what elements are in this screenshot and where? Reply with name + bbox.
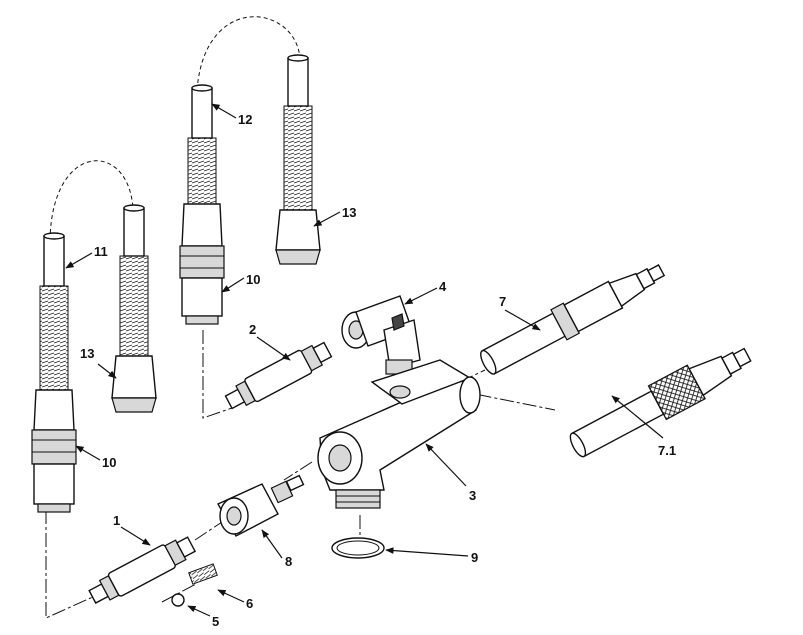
- callout-8: 8: [285, 554, 292, 569]
- hose-assembly-upper: [179, 84, 225, 325]
- o-ring: [331, 537, 385, 559]
- hose-end-fitting-left: [111, 204, 157, 413]
- spring: [188, 563, 218, 585]
- leader-lines: [65, 103, 664, 617]
- knurled-connector: [569, 347, 752, 458]
- ball: [171, 593, 185, 607]
- tee-body: [317, 359, 481, 509]
- callout-9: 9: [471, 550, 478, 565]
- callout-12: 12: [238, 112, 252, 127]
- callout-labels: 11 12 13 10 4 7 2 13 10 7.1 3 1 8 9 6 5: [80, 112, 676, 629]
- hose-end-fitting-upper: [275, 54, 321, 265]
- callout-1: 1: [113, 513, 120, 528]
- hose-assembly-left: [31, 232, 77, 513]
- callout-4: 4: [439, 279, 447, 294]
- callout-2: 2: [249, 322, 256, 337]
- callout-3: 3: [469, 488, 476, 503]
- elbow-fitting: [341, 295, 421, 375]
- callout-13-left: 13: [80, 346, 94, 361]
- callout-10-upper: 10: [246, 272, 260, 287]
- callout-6: 6: [246, 596, 253, 611]
- callout-5: 5: [212, 614, 219, 629]
- connector: [480, 264, 666, 375]
- nipple-valve-upper: [224, 341, 333, 410]
- callout-10-left: 10: [102, 455, 116, 470]
- callout-7: 7: [499, 294, 506, 309]
- callout-13-upper: 13: [342, 205, 356, 220]
- nipple-valve-lower: [88, 536, 197, 604]
- callout-7-1: 7.1: [658, 443, 676, 458]
- adapter: [217, 474, 305, 537]
- callout-11: 11: [94, 244, 108, 259]
